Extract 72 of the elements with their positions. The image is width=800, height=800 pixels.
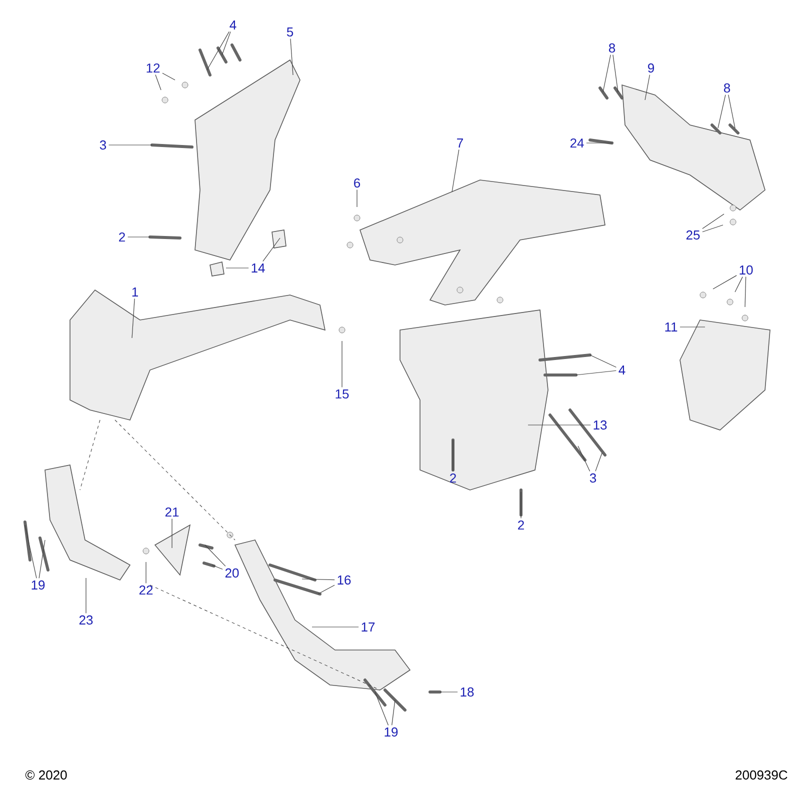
leader-line xyxy=(206,31,230,70)
leader-line xyxy=(262,238,280,262)
callout-number: 20 xyxy=(225,568,239,578)
leader-line xyxy=(702,214,724,229)
leader-line xyxy=(452,440,454,472)
callout-number: 2 xyxy=(450,473,456,483)
callout-number: 19 xyxy=(384,727,398,737)
callout-number: 4 xyxy=(618,366,626,374)
callout-number: 9 xyxy=(648,63,654,73)
callout-number: 10 xyxy=(740,265,753,275)
leader-line xyxy=(155,74,162,90)
callout-number: 22 xyxy=(139,585,153,595)
callout-number: 8 xyxy=(608,43,616,53)
callout-number: 24 xyxy=(570,138,584,148)
leader-line xyxy=(24,524,37,578)
leader-line xyxy=(590,354,616,368)
callout-number: 13 xyxy=(594,420,607,430)
callout-number: 5 xyxy=(286,27,294,37)
callout-number: 15 xyxy=(336,389,349,399)
callout-number: 17 xyxy=(362,622,375,632)
callout-number: 8 xyxy=(724,83,730,93)
leader-line xyxy=(222,31,231,56)
leader-line xyxy=(744,276,746,308)
leader-line xyxy=(374,692,389,726)
copyright-note: © 2020 xyxy=(25,770,67,780)
leader-line xyxy=(452,149,460,192)
callout-number: 7 xyxy=(457,138,463,148)
callout-number: 16 xyxy=(338,575,351,585)
callout-number: 18 xyxy=(460,687,474,697)
callout-number: 21 xyxy=(165,507,179,517)
leader-line xyxy=(290,38,294,76)
callout-number: 25 xyxy=(686,230,700,240)
leader-line xyxy=(702,224,724,232)
leader-line xyxy=(204,544,226,566)
leader-line xyxy=(302,578,335,580)
drawing-number: 200939C xyxy=(736,770,788,780)
callout-number: 2 xyxy=(119,232,125,242)
leader-line xyxy=(38,540,46,578)
callout-number: 23 xyxy=(79,615,93,625)
leader-line xyxy=(576,370,616,376)
leader-line xyxy=(712,275,737,290)
leader-line xyxy=(318,584,335,594)
leader-line xyxy=(128,236,150,238)
callout-number: 4 xyxy=(230,20,236,30)
leader-line xyxy=(392,700,396,726)
leader-line xyxy=(595,452,602,472)
leader-line xyxy=(734,276,743,292)
leader-line xyxy=(520,492,522,519)
leader-line xyxy=(212,564,223,570)
callout-number: 19 xyxy=(32,580,45,590)
leader-line xyxy=(718,94,726,128)
callout-number: 3 xyxy=(100,140,106,150)
callout-number: 3 xyxy=(590,473,596,483)
leader-line xyxy=(162,72,176,80)
leader-line xyxy=(528,424,591,426)
leader-line xyxy=(728,94,736,128)
leader-line xyxy=(586,142,612,144)
callout-number: 11 xyxy=(665,322,678,332)
leader-line xyxy=(612,54,618,92)
callout-number: 12 xyxy=(146,63,160,73)
callout-number: 2 xyxy=(518,520,524,530)
leader-line xyxy=(132,298,135,338)
leader-line xyxy=(680,326,706,328)
leader-line xyxy=(312,626,359,628)
leader-line xyxy=(578,446,590,472)
callout-number: 14 xyxy=(252,264,265,272)
leader-line xyxy=(356,190,358,208)
callout-number: 1 xyxy=(132,288,138,296)
leader-line xyxy=(602,54,611,92)
callout-number: 6 xyxy=(354,178,360,188)
leader-line xyxy=(108,144,152,146)
leader-line xyxy=(644,74,650,100)
